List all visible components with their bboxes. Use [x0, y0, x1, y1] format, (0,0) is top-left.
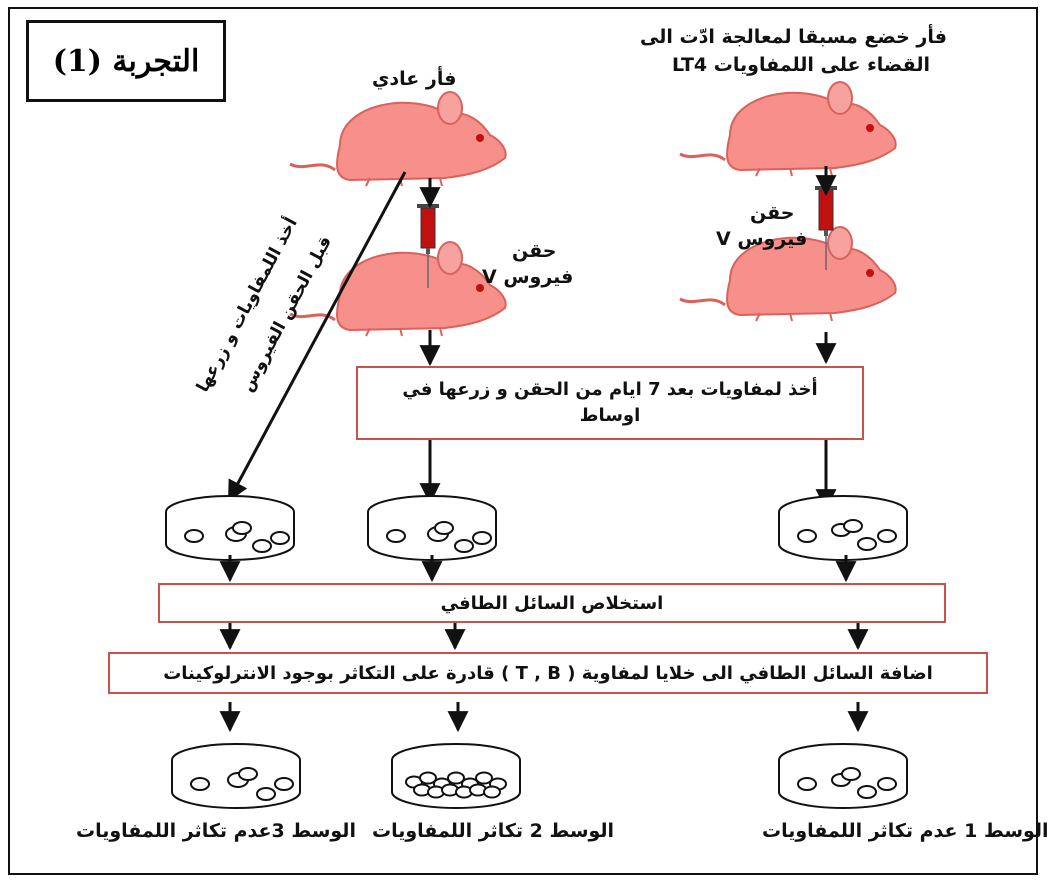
treated-mouse-label-line1: فأر خضع مسبقا لمعالجة ادّت الى: [640, 26, 947, 48]
culture-dish: [367, 495, 497, 561]
culture-dish: [778, 495, 908, 561]
treated-mouse: [678, 80, 898, 178]
treated-mouse-label-line2: القضاء على اللمفاويات LT4: [672, 54, 930, 76]
result-dish: [778, 743, 908, 809]
diagonal-arrow: [227, 171, 407, 502]
normal-mouse-label: فأر عادي: [372, 68, 457, 90]
injection-label-center-line2: فيروس V: [482, 266, 574, 288]
result-label-medium-3: الوسط 3عدم تكاثر اللمفاويات: [76, 820, 356, 842]
step-box-supernatant: استخلاص السائل الطافي: [158, 583, 946, 623]
injection-label-center-line1: حقن: [512, 240, 557, 262]
result-label-medium-1: الوسط 1 عدم تكاثر اللمفاويات: [762, 820, 1048, 842]
step-box-lymphocyte-extraction: أخذ لمفاويات بعد 7 ايام من الحقن و زرعها…: [356, 366, 864, 440]
injection-label-right-line1: حقن: [750, 202, 795, 224]
outer-frame: [8, 7, 1038, 875]
normal-mouse: [288, 90, 508, 188]
injection-label-right-line2: فيروس V: [716, 228, 808, 250]
experiment-title: التجربة (1): [26, 20, 226, 102]
step-box-line1: أخذ لمفاويات بعد 7 ايام من الحقن و زرعها…: [402, 379, 818, 400]
step-box-line2: اوساط: [579, 405, 641, 426]
result-dish: [171, 743, 301, 809]
step-box-add-supernatant: اضافة السائل الطافي الى خلايا لمفاوية ( …: [108, 652, 988, 694]
culture-dish: [165, 495, 295, 561]
result-label-medium-2: الوسط 2 تكاثر اللمفاويات: [372, 820, 615, 842]
result-dish-proliferation: [391, 743, 521, 809]
